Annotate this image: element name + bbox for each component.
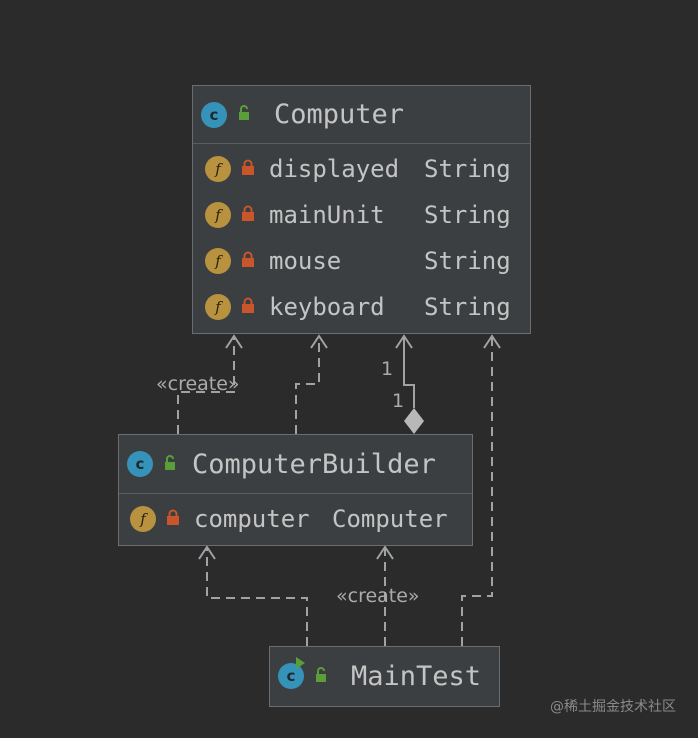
arrowhead <box>225 334 243 349</box>
arrowhead <box>376 545 394 560</box>
field-name: mainUnit <box>269 201 385 229</box>
class-name: MainTest <box>351 660 482 692</box>
multiplicity-top: 1 <box>381 358 394 380</box>
private-lock-icon <box>241 159 255 179</box>
field-icon: f <box>205 294 231 320</box>
private-lock-icon <box>241 251 255 271</box>
field-row: f mouse String <box>193 238 530 284</box>
field-type: String <box>424 201 511 229</box>
public-lock-icon <box>162 454 178 475</box>
class-icon: c <box>201 101 227 128</box>
watermark: @稀土掘金技术社区 <box>550 699 676 715</box>
dependency-main-to-builder <box>206 547 308 646</box>
field-icon: f <box>130 506 156 532</box>
field-name: keyboard <box>269 293 385 321</box>
field-list: f displayed String f mainUnit String f <box>193 144 530 330</box>
class-name: ComputerBuilder <box>192 448 436 480</box>
field-row: f displayed String <box>193 146 530 192</box>
field-row: f mainUnit String <box>193 192 530 238</box>
create-label-main: «create» <box>336 585 420 607</box>
class-header: c ComputerBuilder <box>119 435 472 494</box>
class-icon: c <box>127 451 153 477</box>
field-type: String <box>424 293 511 321</box>
private-lock-icon <box>166 509 180 529</box>
dependency-builder-to-computer <box>295 336 320 434</box>
field-type: String <box>424 155 511 183</box>
arrowhead <box>395 334 413 349</box>
field-icon: f <box>205 202 231 228</box>
class-name: Computer <box>274 99 405 130</box>
arrowhead <box>198 545 216 560</box>
public-lock-icon <box>313 666 329 687</box>
field-icon: f <box>205 156 231 182</box>
public-lock-icon <box>236 104 252 125</box>
private-lock-icon <box>241 297 255 317</box>
composition-diamond <box>404 408 424 434</box>
field-icon: f <box>205 248 231 274</box>
field-name: displayed <box>269 155 400 183</box>
create-dependency-builder-to-computer <box>177 336 235 434</box>
class-header: c Computer <box>193 86 530 144</box>
dependency-main-to-computer <box>461 336 493 646</box>
create-label-builder: «create» <box>156 373 240 395</box>
private-lock-icon <box>241 205 255 225</box>
class-main-test[interactable]: c MainTest <box>269 646 500 707</box>
field-row: f computer Computer <box>119 494 472 544</box>
field-name: mouse <box>269 247 342 275</box>
multiplicity-bottom: 1 <box>392 390 405 412</box>
field-name: computer <box>194 505 310 533</box>
arrowhead <box>483 334 501 349</box>
composition-builder-computer <box>403 336 415 408</box>
arrowhead <box>310 334 328 349</box>
class-computer[interactable]: c Computer f displayed String f <box>192 85 531 334</box>
field-row: f keyboard String <box>193 284 530 330</box>
field-type: Computer <box>332 505 448 533</box>
run-marker-icon <box>296 657 305 669</box>
field-type: String <box>424 247 511 275</box>
class-computer-builder[interactable]: c ComputerBuilder f computer Computer <box>118 434 473 546</box>
class-header: c MainTest <box>270 647 499 705</box>
